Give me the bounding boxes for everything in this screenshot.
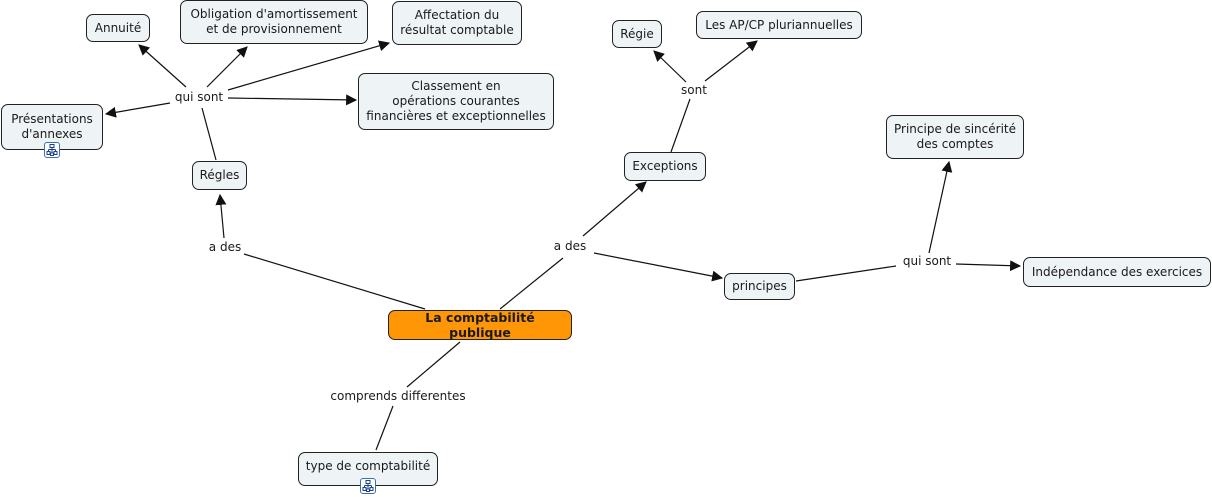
concept-text: Exceptions [632, 159, 698, 173]
concept-node-classement[interactable]: Classement en opérations courantes finan… [358, 73, 554, 130]
concept-node-affectation[interactable]: Affectation du résultat comptable [392, 1, 522, 45]
link-qui-sont-to-sincerite [928, 160, 953, 254]
concept-node-regie[interactable]: Régie [612, 20, 662, 48]
concept-text: Principe de sincérité des comptes [894, 122, 1016, 151]
concept-text: Indépendance des exercices [1031, 264, 1203, 279]
concept-node-annuite[interactable]: Annuité [86, 14, 150, 42]
concept-node-regles[interactable]: Régles [192, 161, 247, 190]
concept-node-presentations[interactable]: Présentations d'annexes [1, 104, 103, 150]
concept-text: Les AP/CP pluriannuelles [705, 17, 853, 32]
link-root-to-comprends [406, 341, 461, 388]
concept-node-apcp[interactable]: Les AP/CP pluriannuelles [696, 11, 862, 39]
link-a-des-right-to-principes [593, 252, 724, 282]
concept-text: Classement en opérations courantes finan… [366, 79, 546, 123]
link-label-a-des-right: a des [551, 239, 589, 253]
link-label-sont: sont [679, 83, 709, 97]
link-principes-to-qui-sont [795, 265, 897, 282]
concept-node-sincerite[interactable]: Principe de sincérité des comptes [886, 115, 1024, 159]
link-sont-to-regie [653, 50, 687, 83]
hierarchy-glyph-icon [362, 480, 374, 492]
link-root-to-a-des-left [243, 253, 426, 310]
link-qui-sont-to-annuite [138, 44, 187, 88]
hierarchy-glyph-icon [46, 144, 58, 156]
submap-icon[interactable] [44, 142, 60, 158]
concept-text: Obligation d'amortissement et de provisi… [190, 7, 358, 36]
link-qui-sont-to-obligation [206, 46, 248, 88]
link-regles-to-qui-sont [201, 107, 217, 161]
link-label-comprends: comprends differentes [328, 389, 468, 403]
link-a-des-left-to-regles [215, 193, 227, 239]
link-qui-sont-to-classement [227, 94, 358, 106]
concept-text: Affectation du résultat comptable [400, 8, 514, 37]
concept-node-root[interactable]: La comptabilité publique [388, 310, 572, 340]
link-comprends-to-type [375, 405, 394, 451]
concept-node-obligation[interactable]: Obligation d'amortissement et de provisi… [180, 0, 368, 44]
link-root-to-a-des-right [499, 257, 564, 310]
link-qui-sont-to-affectation [227, 40, 391, 91]
link-label-qui-sont-right: qui sont [900, 254, 954, 268]
concept-node-principes[interactable]: principes [724, 273, 795, 300]
link-label-qui-sont-left: qui sont [172, 90, 226, 104]
concept-text: type de comptabilité [305, 458, 431, 473]
concept-text: Régles [199, 168, 240, 182]
link-qui-sont-to-presentations [104, 102, 171, 118]
link-a-des-right-to-exceptions [582, 181, 647, 237]
concept-node-exceptions[interactable]: Exceptions [624, 152, 706, 181]
concept-text: Annuité [94, 20, 142, 35]
link-sont-to-apcp [704, 40, 758, 82]
concept-text: La comptabilité publique [425, 310, 535, 340]
concept-text: Régie [620, 26, 654, 41]
concept-text: Présentations d'annexes [11, 112, 93, 141]
concept-text: principes [732, 279, 787, 293]
link-label-a-des-left: a des [206, 240, 244, 254]
concept-node-independance[interactable]: Indépendance des exercices [1023, 257, 1211, 287]
link-qui-sont-to-independance [955, 260, 1022, 272]
link-exceptions-to-sont [670, 98, 691, 153]
submap-icon[interactable] [360, 478, 376, 494]
